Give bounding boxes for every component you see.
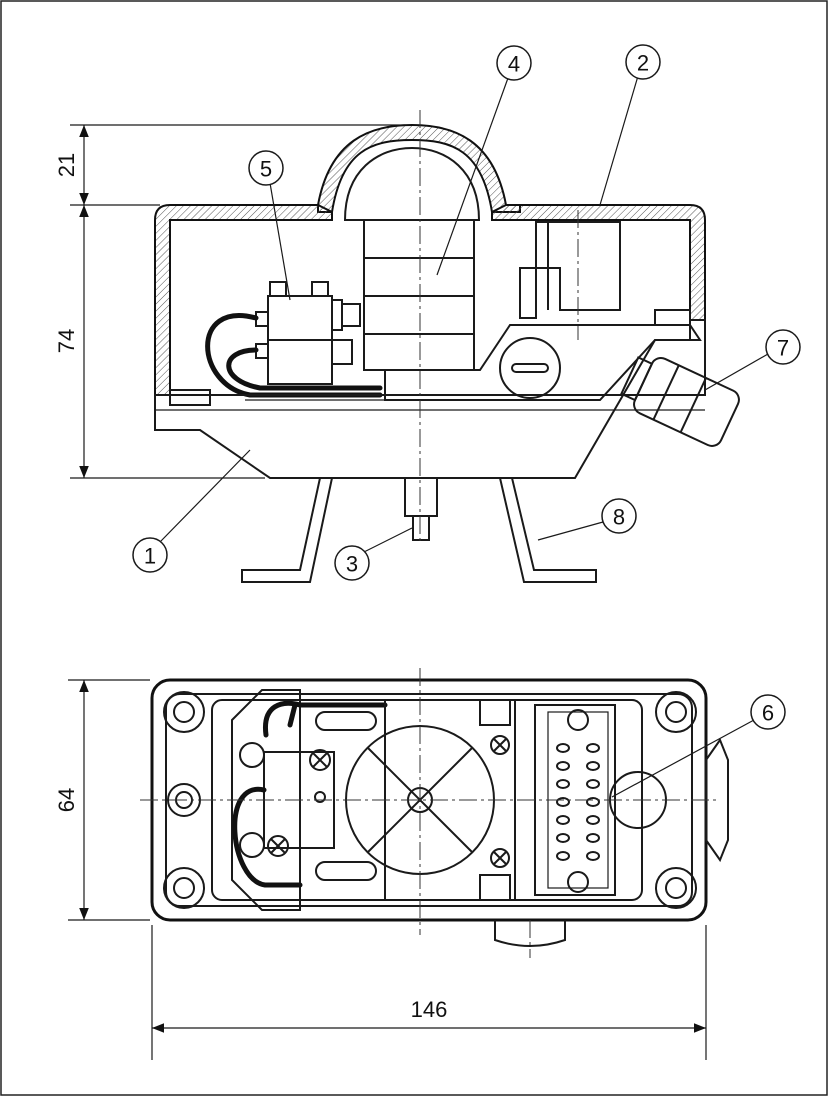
dim-depth: 64	[54, 788, 79, 812]
shaft-top	[494, 920, 566, 947]
callout-6	[750, 694, 786, 730]
bracket	[241, 477, 333, 583]
inner-plate	[384, 324, 702, 401]
dome-cover	[317, 123, 521, 213]
callout-label: 2	[637, 51, 649, 76]
callout-1	[132, 537, 168, 573]
callouts: 1 2 3 4 5 6 7 8	[132, 44, 801, 798]
callout-label: 7	[777, 336, 789, 361]
corner-screw	[655, 867, 697, 909]
indicator-dome	[343, 146, 481, 221]
callout-label: 8	[613, 505, 625, 530]
corner-screw	[163, 867, 205, 909]
callout-4	[496, 45, 532, 81]
cable-gland	[620, 356, 740, 447]
callout-label: 1	[144, 544, 156, 569]
callout-8	[601, 498, 637, 534]
wire	[205, 313, 383, 398]
callout-label: 3	[346, 552, 358, 577]
corner-screw	[655, 691, 697, 733]
dim-cap-height: 21	[54, 153, 79, 177]
cable-gland-top	[705, 737, 729, 863]
side-view: 21 74	[54, 110, 740, 583]
callout-7	[765, 329, 801, 365]
callout-5	[248, 150, 284, 186]
callout-2	[625, 44, 661, 80]
top-view: 64 146	[54, 668, 729, 1060]
wire	[226, 347, 383, 391]
dim-width: 146	[411, 997, 448, 1022]
housing-lid-right	[491, 204, 706, 321]
adjust-screw	[499, 337, 561, 399]
switch-plate	[231, 689, 301, 911]
bracket	[499, 477, 597, 583]
callout-label: 6	[762, 701, 774, 726]
housing-lid	[154, 204, 333, 396]
callout-3	[334, 545, 370, 581]
terminal-screws	[556, 709, 600, 893]
corner-screw	[163, 691, 205, 733]
shaft	[404, 477, 438, 517]
callout-label: 4	[508, 52, 520, 77]
callout-label: 5	[260, 157, 272, 182]
housing-base	[154, 319, 706, 479]
dim-housing-height: 74	[54, 329, 79, 353]
